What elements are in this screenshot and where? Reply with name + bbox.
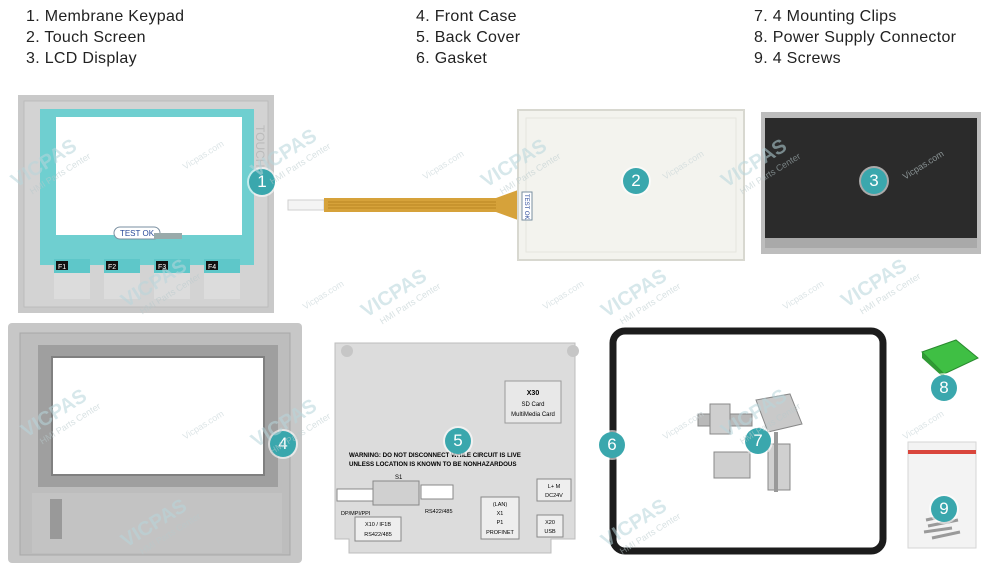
legend-column-1: 1. Membrane Keypad 2. Touch Screen 3. LC… <box>26 6 184 69</box>
key-f2-label: F2 <box>108 264 116 271</box>
back-x20: X20 <box>545 520 555 526</box>
legend-item: 2. Touch Screen <box>26 29 146 46</box>
keypad-test-label: TEST OK <box>120 229 155 238</box>
back-sd-card: SD Card <box>521 402 544 408</box>
touch-screen-image: TEST OK <box>287 109 745 261</box>
back-mmc: MultiMedia Card <box>511 412 555 418</box>
back-profinet: PROFINET <box>486 530 514 536</box>
back-lan: (LAN) <box>493 502 508 508</box>
badge-1: 1 <box>249 169 275 195</box>
back-usb: USB <box>544 529 556 535</box>
legend-item: 8. Power Supply Connector <box>754 29 957 46</box>
back-p1: P1 <box>497 520 504 526</box>
keypad-side-text: TOUCH <box>253 125 267 167</box>
badge-6: 6 <box>599 432 625 458</box>
touch-test-label: TEST OK <box>523 194 529 220</box>
badge-7: 7 <box>745 428 771 454</box>
key-f4-label: F4 <box>208 264 216 271</box>
key-f1-label: F1 <box>58 264 66 271</box>
legend-item: 6. Gasket <box>416 50 488 67</box>
back-dp-mpi: DP/MPI/PPI <box>341 511 371 517</box>
back-s1: S1 <box>395 475 403 481</box>
badge-5: 5 <box>445 428 471 454</box>
badge-8: 8 <box>931 375 957 401</box>
back-dc24v: DC24V <box>545 493 563 499</box>
legend-item: 3. LCD Display <box>26 50 137 67</box>
watermark-site: Vicpas.com <box>900 408 946 442</box>
badge-2: 2 <box>623 168 649 194</box>
front-case-image <box>8 323 302 563</box>
legend-item: 4. Front Case <box>416 8 517 25</box>
watermark-site: Vicpas.com <box>780 278 826 312</box>
back-x10: X10 / IF1B <box>365 522 391 528</box>
watermark-site: Vicpas.com <box>300 278 346 312</box>
power-connector-image <box>921 339 979 378</box>
legend-item: 1. Membrane Keypad <box>26 8 185 25</box>
legend-item: 7. 4 Mounting Clips <box>754 8 897 25</box>
back-l-m: L+ M <box>548 484 561 490</box>
badge-9: 9 <box>931 496 957 522</box>
legend-item: 9. 4 Screws <box>754 50 841 67</box>
back-rs485-a: RS422/485 <box>425 509 453 515</box>
legend-item: 5. Back Cover <box>416 29 521 46</box>
back-x30: X30 <box>527 390 540 397</box>
back-warning-line2: UNLESS LOCATION IS KNOWN TO BE NONHAZARD… <box>349 461 517 468</box>
watermark-site: Vicpas.com <box>540 278 586 312</box>
legend-column-3: 7. 4 Mounting Clips 8. Power Supply Conn… <box>754 6 956 69</box>
membrane-keypad-image: TEST OK TOUCH F1 F2 F3 F4 <box>18 95 274 313</box>
back-x1: X1 <box>497 511 504 517</box>
badge-3: 3 <box>861 168 887 194</box>
back-warning-line1: WARNING: DO NOT DISCONNECT WHILE CIRCUIT… <box>349 452 521 459</box>
mounting-clips-image <box>697 393 803 492</box>
key-f3-label: F3 <box>158 264 166 271</box>
legend-column-2: 4. Front Case 5. Back Cover 6. Gasket <box>416 6 520 69</box>
back-rs485-b: RS422/485 <box>364 532 392 538</box>
screws-bag-image <box>907 441 977 549</box>
badge-4: 4 <box>270 431 296 457</box>
